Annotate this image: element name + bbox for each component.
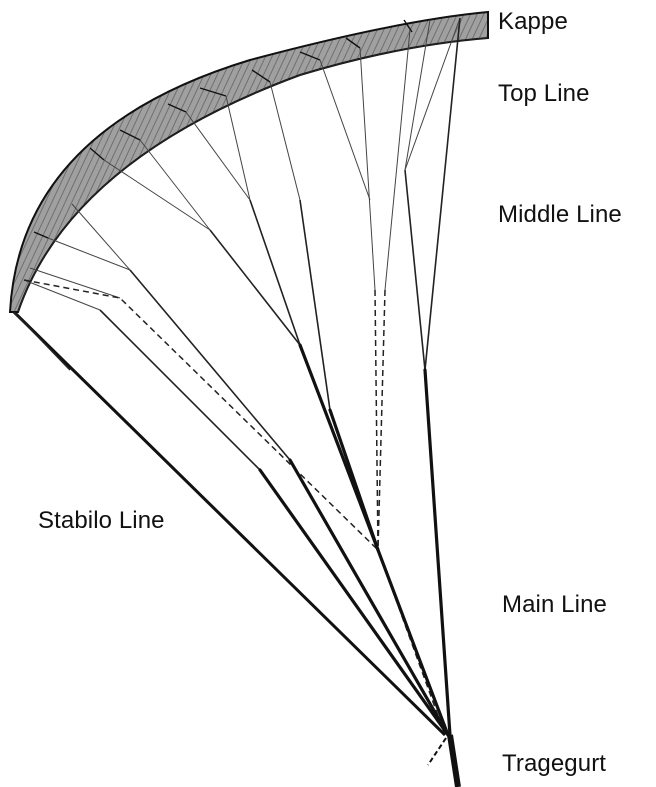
middle-lines	[99, 17, 461, 471]
label-tragegurt: Tragegurt	[502, 750, 607, 777]
label-stabilo-line: Stabilo Line	[38, 507, 165, 534]
main-lines	[258, 343, 452, 737]
label-kappe: Kappe	[498, 8, 568, 35]
label-middle-line: Middle Line	[498, 201, 622, 228]
canopy	[8, 10, 489, 313]
canopy-attachment-ticks	[33, 19, 413, 239]
label-main-line: Main Line	[502, 591, 607, 618]
canopy-inner-edge	[17, 37, 489, 313]
stabilo-lines	[12, 310, 447, 737]
top-lines	[23, 17, 461, 311]
riser	[427, 734, 461, 787]
label-top-line: Top Line	[498, 80, 590, 107]
